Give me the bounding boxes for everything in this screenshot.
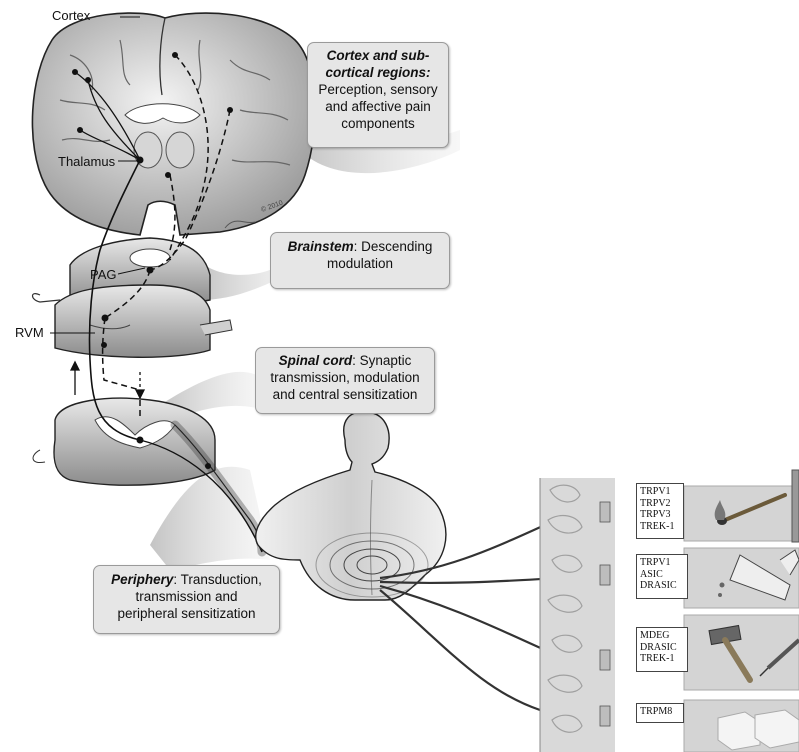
- cortex-callout-line-2: and affective pain: [308, 98, 448, 115]
- receptor-label: TREK-1: [640, 653, 684, 665]
- receptor-label: DRASIC: [640, 642, 684, 654]
- cortex-label: Cortex: [52, 8, 90, 23]
- brainstem-callout-line-2: modulation: [271, 255, 449, 272]
- skin-section: [540, 478, 615, 752]
- receptor-label: TRPV2: [640, 498, 680, 510]
- brainstem-callout-title: Brainstem: [288, 239, 354, 254]
- chemical-receptor-box: TRPV1 ASIC DRASIC: [636, 554, 688, 599]
- periphery-callout-title: Periphery: [111, 572, 173, 587]
- periphery-callout-line-2: transmission and: [94, 588, 279, 605]
- receptor-label: TRPV1: [640, 486, 680, 498]
- mechanical-receptor-box: MDEG DRASIC TREK-1: [636, 627, 688, 672]
- stimulus-panel-mechanical: [684, 615, 799, 690]
- receptor-label: MDEG: [640, 630, 684, 642]
- receptor-label: TRPM8: [640, 706, 680, 718]
- thalamus-label: Thalamus: [58, 154, 115, 169]
- ice-icon: [718, 710, 799, 750]
- cortex-callout-title-2: cortical regions:: [325, 65, 430, 80]
- receptor-label: DRASIC: [640, 580, 684, 592]
- receptor-label: TREK-1: [640, 521, 680, 533]
- receptor-label: TRPV1: [640, 557, 684, 569]
- spinal-callout-line-3: and central sensitization: [256, 386, 434, 403]
- receptor-label: TRPV3: [640, 509, 680, 521]
- spinal-callout-line-1: : Synaptic: [352, 353, 411, 368]
- periphery-callout-line-1: : Transduction,: [173, 572, 262, 587]
- cortex-callout: Cortex and sub- cortical regions: Percep…: [307, 42, 449, 148]
- rvm-label: RVM: [15, 325, 44, 340]
- cold-receptor-box: TRPM8: [636, 703, 684, 723]
- receptor-label: ASIC: [640, 569, 684, 581]
- cortex-callout-line-1: Perception, sensory: [308, 81, 448, 98]
- pag-label: PAG: [90, 267, 117, 282]
- cortex-callout-line-3: components: [308, 115, 448, 132]
- cortex-callout-title-1: Cortex and sub-: [327, 48, 430, 63]
- brainstem-callout: Brainstem: Descending modulation: [270, 232, 450, 289]
- rvm-arrows: [71, 362, 144, 398]
- brainstem-callout-line-1: : Descending: [354, 239, 433, 254]
- periphery-callout-line-3: peripheral sensitization: [94, 605, 279, 622]
- periphery-callout: Periphery: Transduction, transmission an…: [93, 565, 280, 634]
- spinal-callout: Spinal cord: Synaptic transmission, modu…: [255, 347, 435, 414]
- spinal-callout-title: Spinal cord: [279, 353, 353, 368]
- heat-receptor-box: TRPV1 TRPV2 TRPV3 TREK-1: [636, 483, 684, 539]
- spinal-callout-line-2: transmission, modulation: [256, 369, 434, 386]
